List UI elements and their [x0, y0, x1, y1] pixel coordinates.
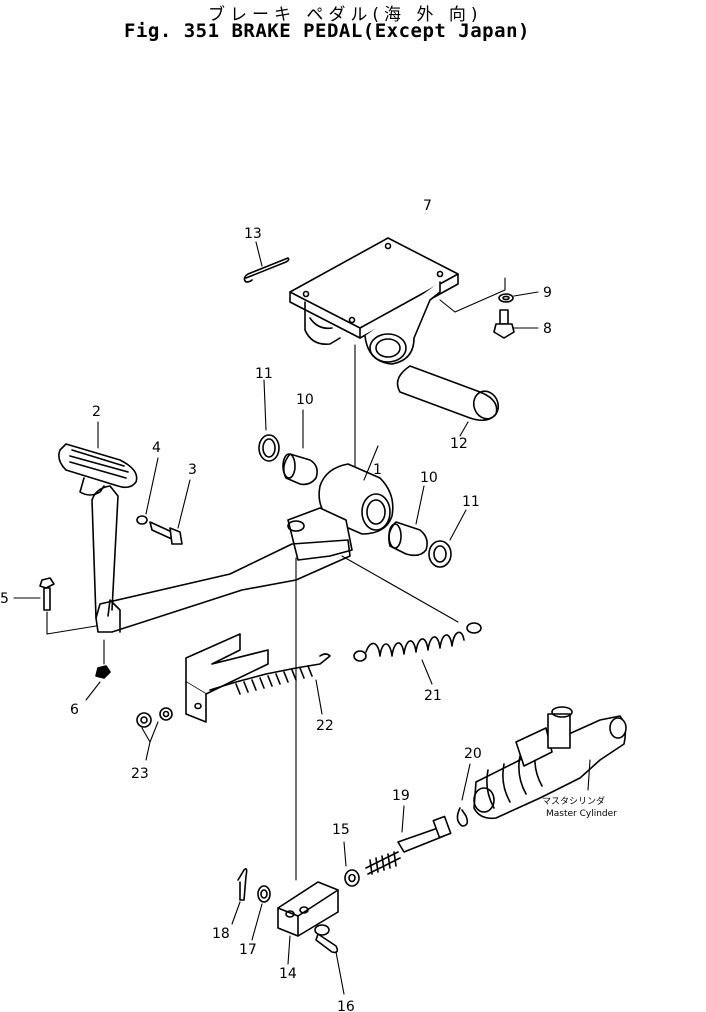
part-10-bushing-right — [388, 485, 428, 557]
master-cylinder: マスタシリンダ Master Cylinder — [473, 706, 627, 820]
part-19-push-rod — [365, 805, 452, 875]
callout-18: 18 — [212, 926, 230, 942]
title-japanese: ブレーキ ペダル(海 外 向) — [208, 5, 483, 25]
part-9-washer — [498, 291, 539, 303]
part-1-pedal-arm — [91, 445, 459, 881]
callout-15: 15 — [332, 822, 350, 838]
part-14-clevis — [277, 881, 339, 965]
figure-title-english: BRAKE PEDAL(Except Japan) — [231, 20, 530, 42]
part-16-pin — [314, 924, 345, 995]
callout-13: 13 — [244, 226, 262, 242]
part-18-cotter-pin — [231, 868, 248, 925]
part-5-bolt — [13, 577, 97, 635]
callout-14: 14 — [279, 966, 297, 982]
part-11-seal-left — [258, 379, 280, 462]
part-2-pedal-pad — [58, 421, 138, 496]
part-20-snap-ring — [456, 763, 471, 827]
callout-1: 1 — [373, 462, 382, 478]
callout-9: 9 — [543, 285, 552, 301]
part-8-bolt — [493, 309, 539, 339]
figure-number: Fig. 351 — [124, 20, 220, 42]
callout-19: 19 — [392, 788, 410, 804]
part-6-nut — [85, 639, 111, 701]
part-15-nut — [343, 841, 360, 887]
callout-11-left: 11 — [255, 366, 273, 382]
part-7-bracket — [289, 237, 506, 471]
callout-17: 17 — [239, 942, 257, 958]
callout-10-left: 10 — [296, 392, 314, 408]
callout-20: 20 — [464, 746, 482, 762]
callout-21: 21 — [424, 688, 442, 704]
callout-4: 4 — [152, 440, 161, 456]
callout-3: 3 — [188, 462, 197, 478]
callout-12: 12 — [450, 436, 468, 452]
part-22-spring-bracket — [185, 633, 331, 723]
master-cylinder-label-jp: マスタシリンダ — [542, 795, 605, 807]
part-11-seal-right — [428, 509, 467, 568]
part-17-washer — [251, 885, 271, 941]
figure-title: Fig. 351 BRAKE PEDAL(Except Japan) — [124, 20, 530, 42]
master-cylinder-label-en: Master Cylinder — [546, 809, 617, 819]
part-23-nuts — [136, 707, 173, 761]
part-13-cotter-pin — [243, 241, 290, 283]
part-10-bushing-left — [282, 409, 318, 486]
part-3-bolt — [149, 479, 191, 545]
callout-7: 7 — [423, 198, 432, 214]
callout-16: 16 — [337, 999, 355, 1012]
callout-6: 6 — [70, 702, 79, 718]
callout-10-right: 10 — [420, 470, 438, 486]
part-21-spring — [353, 622, 482, 685]
callout-5: 5 — [0, 591, 9, 607]
callout-8: 8 — [543, 321, 552, 337]
callout-11-right: 11 — [462, 494, 480, 510]
callout-22: 22 — [316, 718, 334, 734]
part-4-washer — [136, 457, 159, 525]
callout-2: 2 — [92, 404, 101, 420]
callout-23: 23 — [131, 766, 149, 782]
part-12-shaft — [396, 365, 500, 437]
